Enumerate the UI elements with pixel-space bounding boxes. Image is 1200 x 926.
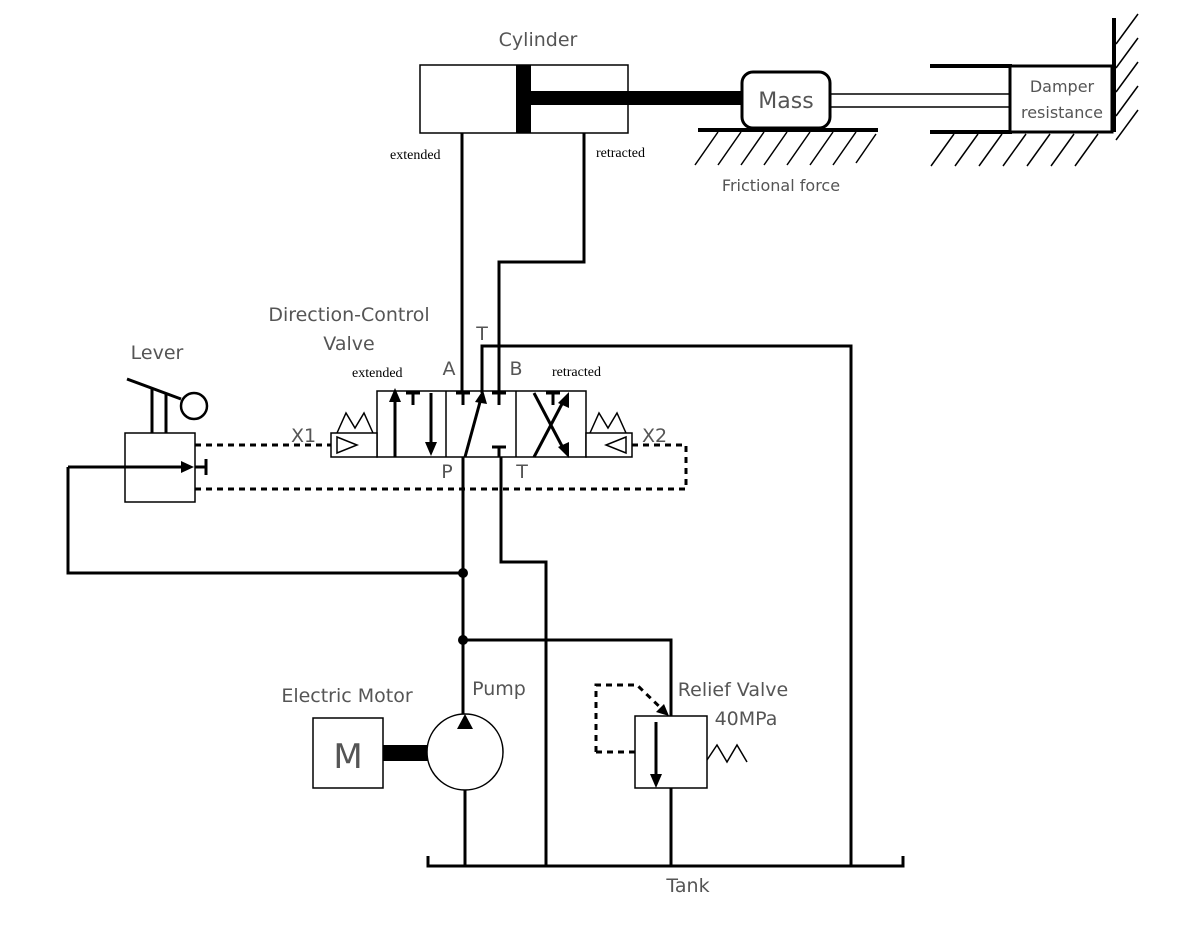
relief-valve-label: Relief Valve — [678, 679, 788, 701]
pump-label: Pump — [472, 678, 526, 700]
mass-ground — [694, 128, 878, 166]
motor-letter: M — [333, 737, 362, 777]
cylinder-rod — [531, 91, 745, 105]
x2-label: X2 — [642, 425, 667, 447]
relief-pressure-label: 40MPa — [715, 708, 778, 730]
lever — [68, 377, 209, 503]
port-b-label: B — [509, 358, 522, 380]
valve-extended-label: extended — [352, 366, 403, 381]
tank-return-line — [480, 344, 853, 866]
cylinder-retracted-label: retracted — [596, 146, 645, 161]
direction-control-valve — [330, 388, 633, 458]
electric-motor — [312, 717, 429, 789]
relief-supply-line — [463, 638, 673, 716]
x1-label: X1 — [291, 425, 316, 447]
damper-label-line2: resistance — [1021, 103, 1103, 122]
relief-valve — [594, 683, 748, 866]
dcv-label-line2: Valve — [323, 333, 374, 355]
dcv-label-line1: Direction-Control — [268, 304, 429, 326]
port-t-top-label: T — [475, 323, 488, 345]
cylinder — [419, 64, 745, 134]
damper-label-line1: Damper — [1030, 77, 1095, 96]
tank-label: Tank — [665, 875, 709, 897]
electric-motor-label: Electric Motor — [281, 685, 413, 707]
tank — [426, 856, 905, 868]
port-t-bottom-label: T — [515, 461, 528, 483]
cylinder-piston — [516, 65, 531, 133]
junction-upper — [458, 568, 468, 578]
damper-ground — [930, 133, 1099, 167]
lever-label: Lever — [131, 342, 184, 364]
cylinder-label: Cylinder — [499, 29, 578, 51]
valve-t-return-line — [499, 457, 548, 866]
cylinder-lines — [460, 133, 586, 395]
dcv-center-box — [456, 390, 506, 458]
dcv-left-box — [389, 388, 437, 457]
mass-label: Mass — [758, 89, 813, 114]
lever-supply-line — [66, 467, 463, 575]
cylinder-extended-label: extended — [390, 148, 441, 163]
damper — [830, 64, 1114, 134]
dcv-right-box — [532, 391, 569, 458]
valve-retracted-label: retracted — [552, 365, 601, 380]
frictional-force-label: Frictional force — [722, 176, 840, 195]
port-a-label: A — [443, 358, 456, 380]
dcv-right-actuator — [585, 411, 633, 458]
pilot-lines — [195, 443, 688, 491]
wall — [1112, 13, 1139, 141]
pump — [426, 713, 504, 866]
port-p-label: P — [441, 461, 452, 483]
dcv-left-actuator — [330, 411, 378, 458]
